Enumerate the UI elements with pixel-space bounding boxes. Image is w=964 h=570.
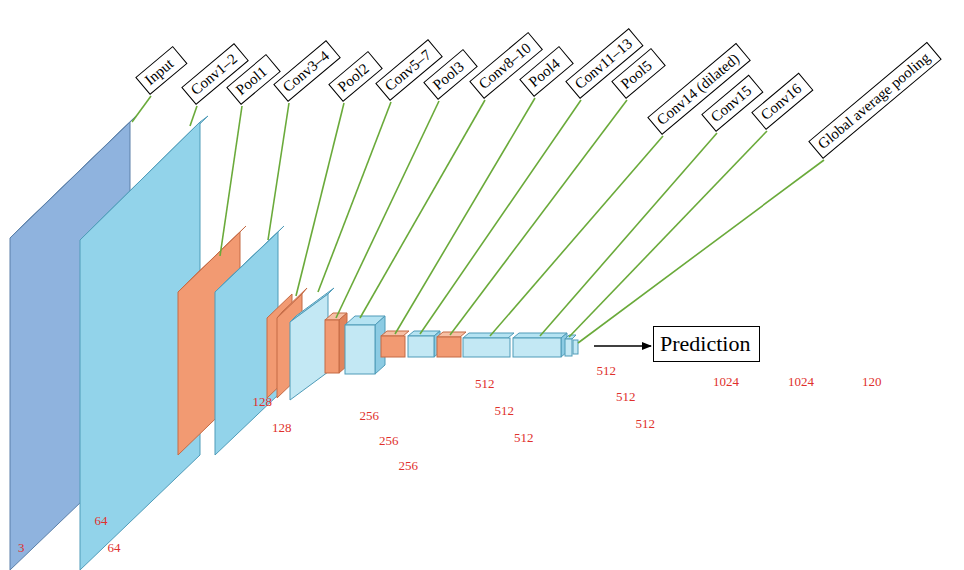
layer-name: Pool3 bbox=[430, 58, 467, 93]
output-arrow bbox=[594, 345, 651, 347]
channel-count: 256 bbox=[399, 458, 419, 473]
channel-count: 512 bbox=[597, 363, 617, 378]
conv-slab bbox=[290, 294, 328, 400]
channel-count: 512 bbox=[616, 389, 636, 404]
leader-line bbox=[395, 98, 535, 334]
leader-line bbox=[268, 103, 289, 240]
gap-box bbox=[573, 340, 578, 354]
conv-box bbox=[345, 325, 375, 374]
conv-box bbox=[408, 336, 434, 357]
conv-box bbox=[463, 338, 510, 357]
channel-count: 128 bbox=[253, 394, 273, 409]
leader-line bbox=[190, 106, 197, 126]
leader-line bbox=[490, 136, 663, 336]
output-label: Prediction bbox=[660, 331, 750, 356]
leader-line bbox=[220, 106, 242, 256]
channel-count: 256 bbox=[360, 408, 380, 423]
pool-box bbox=[325, 320, 339, 373]
channel-count: 3 bbox=[18, 540, 25, 555]
channel-count: 64 bbox=[108, 540, 121, 555]
layer-name: Conv3–4 bbox=[280, 47, 332, 95]
channel-count: 256 bbox=[379, 433, 399, 448]
conv-box-top bbox=[463, 333, 514, 338]
layer-name: Pool2 bbox=[335, 60, 372, 95]
layer-name: Global average pooling bbox=[815, 49, 933, 152]
leader-line bbox=[360, 100, 485, 318]
leader-line bbox=[569, 131, 767, 337]
channel-count: 64 bbox=[95, 513, 108, 528]
conv-box bbox=[513, 338, 561, 357]
channel-count: 512 bbox=[495, 403, 515, 418]
channel-count: 120 bbox=[862, 374, 882, 389]
channel-count: 512 bbox=[514, 430, 534, 445]
leader-line bbox=[318, 102, 391, 292]
leader-line bbox=[132, 96, 151, 122]
layer-tag: Conv16 bbox=[751, 73, 813, 130]
layer-tag: Global average pooling bbox=[808, 42, 942, 159]
layer-name: Conv16 bbox=[758, 80, 805, 123]
output-box: Prediction bbox=[653, 326, 760, 362]
layer-tag: Input bbox=[135, 46, 187, 95]
channel-count: 512 bbox=[636, 416, 656, 431]
leader-line bbox=[296, 103, 344, 296]
channel-count: 128 bbox=[272, 420, 292, 435]
leader-line bbox=[578, 160, 824, 343]
layer-name: Input bbox=[142, 55, 177, 88]
channel-count: 1024 bbox=[788, 374, 814, 389]
conv-box bbox=[565, 339, 572, 356]
channel-count: 1024 bbox=[713, 374, 739, 389]
leader-line bbox=[420, 100, 581, 334]
layer-tag: Conv3–4 bbox=[273, 40, 341, 102]
pool-box bbox=[381, 336, 405, 357]
leader-line bbox=[450, 100, 627, 335]
layer-name: Pool4 bbox=[526, 55, 563, 90]
pool-box bbox=[437, 337, 461, 357]
channel-count: 512 bbox=[475, 376, 495, 391]
